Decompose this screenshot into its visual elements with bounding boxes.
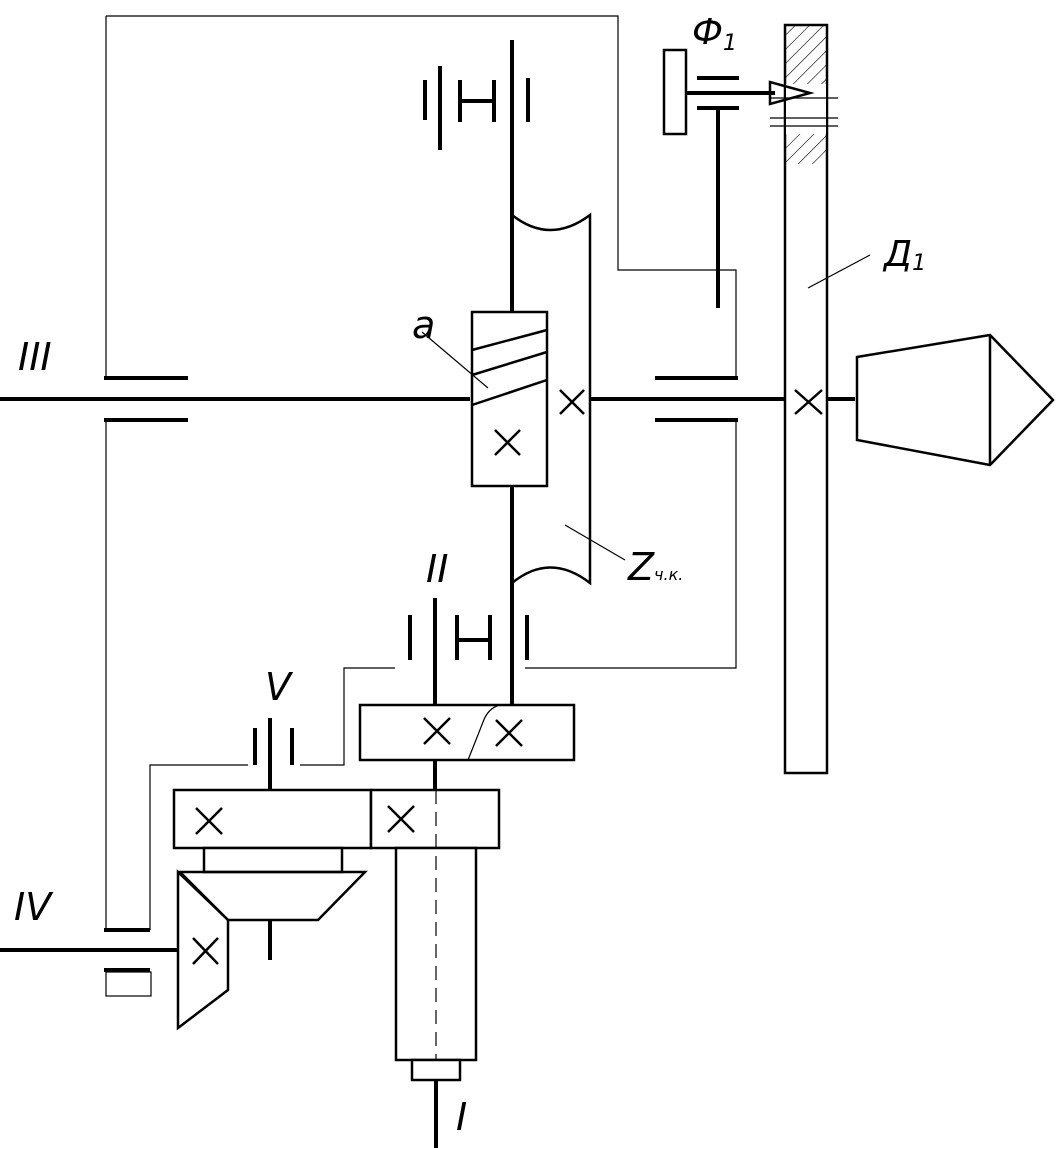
gear-pair-upper — [358, 703, 576, 790]
label-shaft-I: I — [456, 1095, 467, 1139]
worm-a — [421, 310, 549, 488]
label-disc: Д1 — [882, 234, 926, 276]
label-shaft-V: V — [265, 665, 294, 709]
shaft-V-bearing — [253, 718, 294, 790]
label-shaft-II: II — [426, 547, 448, 591]
label-shaft-IV: IV — [14, 885, 54, 929]
label-cam: Ф1 — [692, 12, 737, 56]
cone-tool — [855, 333, 1055, 467]
shaft-III — [0, 376, 855, 422]
cam-pusher-f1 — [662, 48, 815, 308]
shaft-IV — [0, 928, 178, 972]
worm-gear — [511, 212, 626, 586]
labels: III II I IV V a Д1 Ф1 Zч.к. — [14, 12, 926, 1139]
housing-outline — [105, 15, 737, 997]
disc-d1 — [770, 23, 871, 775]
label-worm-a: a — [412, 303, 435, 347]
worm-shaft — [423, 40, 530, 705]
label-worm-gear: Zч.к. — [627, 545, 683, 589]
bevel-gears — [176, 869, 368, 1031]
shaft-I — [394, 790, 478, 1148]
label-shaft-III: III — [18, 335, 52, 379]
shaft-II-bearing — [408, 598, 529, 705]
